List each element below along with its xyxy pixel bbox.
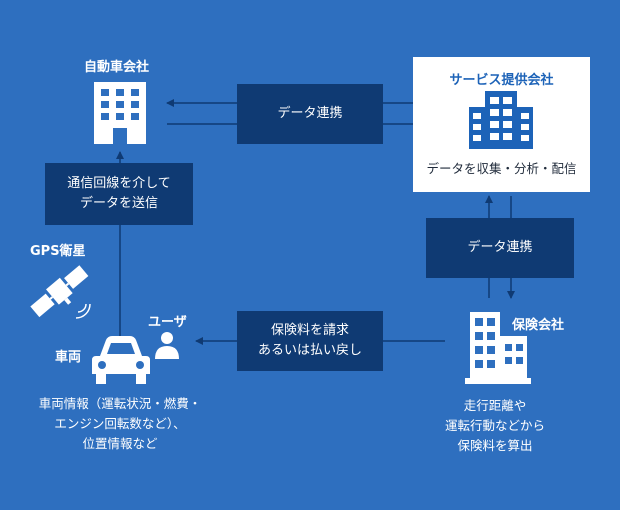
premium-line-1: 保険料を請求 bbox=[270, 323, 349, 338]
data-link-label-right: データ連携 bbox=[467, 240, 533, 255]
send-data-box: 通信回線を介して データを送信 bbox=[45, 163, 193, 225]
send-data-line-1: 通信回線を介して bbox=[67, 176, 171, 191]
insurer-label: 保険会社 bbox=[512, 318, 565, 333]
data-link-box-right: データ連携 bbox=[426, 218, 574, 278]
office-building-icon bbox=[469, 91, 533, 153]
vehicle-caption-line-3: 位置情報など bbox=[82, 436, 158, 451]
premium-line-2: あるいは払い戻し bbox=[257, 343, 362, 358]
service-provider-card: サービス提供会社 データを収集・分析・配信 bbox=[413, 57, 590, 192]
satellite-icon bbox=[28, 262, 96, 328]
insurer-caption-line-2: 運転行動などから bbox=[444, 418, 545, 433]
car-icon bbox=[92, 334, 150, 390]
service-provider-caption: データを収集・分析・配信 bbox=[426, 161, 577, 176]
vehicle-caption: 車両情報（運転状況・燃費・ エンジン回転数など）、 位置情報など bbox=[25, 394, 215, 454]
premium-box: 保険料を請求 あるいは払い戻し bbox=[237, 311, 383, 371]
insurer-caption-line-3: 保険料を算出 bbox=[457, 438, 533, 453]
insurer-caption: 走行距離や 運転行動などから 保険料を算出 bbox=[420, 396, 570, 456]
insurer-caption-line-1: 走行距離や bbox=[463, 398, 527, 413]
data-link-label: データ連携 bbox=[277, 106, 343, 121]
automaker-label: 自動車会社 bbox=[84, 60, 150, 75]
office-building-icon bbox=[465, 312, 531, 388]
vehicle-label: 車両 bbox=[55, 350, 82, 365]
building-icon bbox=[94, 82, 146, 148]
vehicle-caption-line-1: 車両情報（運転状況・燃費・ bbox=[38, 396, 202, 411]
gps-label: GPS衛星 bbox=[30, 244, 86, 259]
data-link-box-top: データ連携 bbox=[237, 84, 383, 144]
user-label: ユーザ bbox=[148, 315, 187, 330]
vehicle-caption-line-2: エンジン回転数など）、 bbox=[54, 416, 186, 431]
send-data-line-2: データを送信 bbox=[79, 196, 158, 211]
service-provider-label: サービス提供会社 bbox=[449, 73, 554, 88]
user-icon bbox=[153, 331, 181, 363]
